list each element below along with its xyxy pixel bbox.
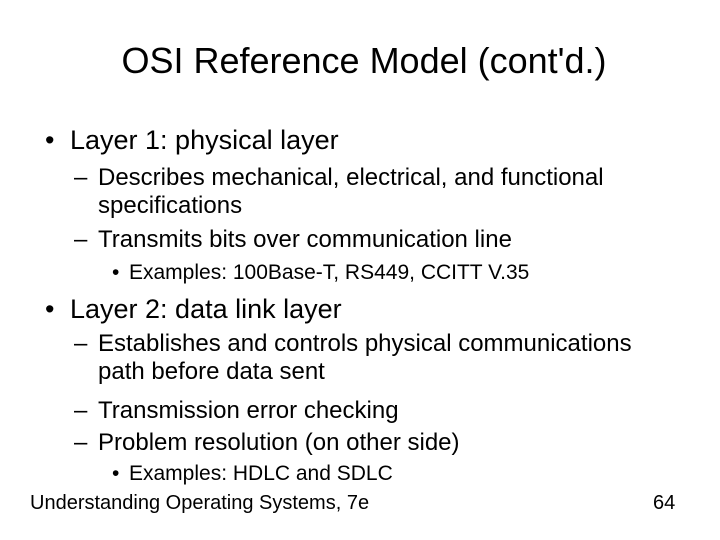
slide-title: OSI Reference Model (cont'd.) bbox=[121, 40, 607, 81]
bullet-item-establishes: – Establishes and controls physical comm… bbox=[74, 330, 658, 386]
dash-icon: – bbox=[74, 330, 88, 357]
footer-book-title: Understanding Operating Systems, 7e bbox=[30, 492, 370, 514]
bullet-text: Examples: HDLC and SDLC bbox=[129, 462, 393, 485]
bullet-dot-icon: • bbox=[112, 261, 120, 284]
bullet-item-problem-resolution: – Problem resolution (on other side) bbox=[74, 429, 460, 457]
bullet-text: Establishes and controls physical commun… bbox=[98, 330, 632, 385]
bullet-item-transmits: – Transmits bits over communication line bbox=[74, 226, 512, 254]
bullet-text: Transmits bits over communication line bbox=[98, 226, 512, 253]
dash-icon: – bbox=[74, 397, 88, 424]
bullet-text: Examples: 100Base-T, RS449, CCITT V.35 bbox=[129, 261, 530, 284]
bullet-text: Layer 2: data link layer bbox=[70, 294, 342, 324]
bullet-dot-icon: • bbox=[112, 462, 120, 485]
bullet-text: Problem resolution (on other side) bbox=[98, 429, 460, 456]
bullet-dot-icon: • bbox=[45, 294, 55, 324]
bullet-text: Transmission error checking bbox=[98, 397, 399, 424]
dash-icon: – bbox=[74, 226, 88, 253]
bullet-item-describes: – Describes mechanical, electrical, and … bbox=[74, 164, 658, 220]
page-number: 64 bbox=[653, 492, 676, 514]
bullet-item-examples-layer2: • Examples: HDLC and SDLC bbox=[112, 461, 393, 486]
bullet-item-transmission-error: – Transmission error checking bbox=[74, 397, 399, 425]
bullet-dot-icon: • bbox=[45, 125, 55, 155]
bullet-item-examples-layer1: • Examples: 100Base-T, RS449, CCITT V.35 bbox=[112, 260, 529, 285]
bullet-item-layer1: • Layer 1: physical layer bbox=[45, 124, 339, 156]
bullet-text: Describes mechanical, electrical, and fu… bbox=[98, 164, 604, 219]
bullet-text: Layer 1: physical layer bbox=[70, 125, 339, 155]
dash-icon: – bbox=[74, 164, 88, 191]
dash-icon: – bbox=[74, 429, 88, 456]
bullet-item-layer2: • Layer 2: data link layer bbox=[45, 293, 342, 325]
